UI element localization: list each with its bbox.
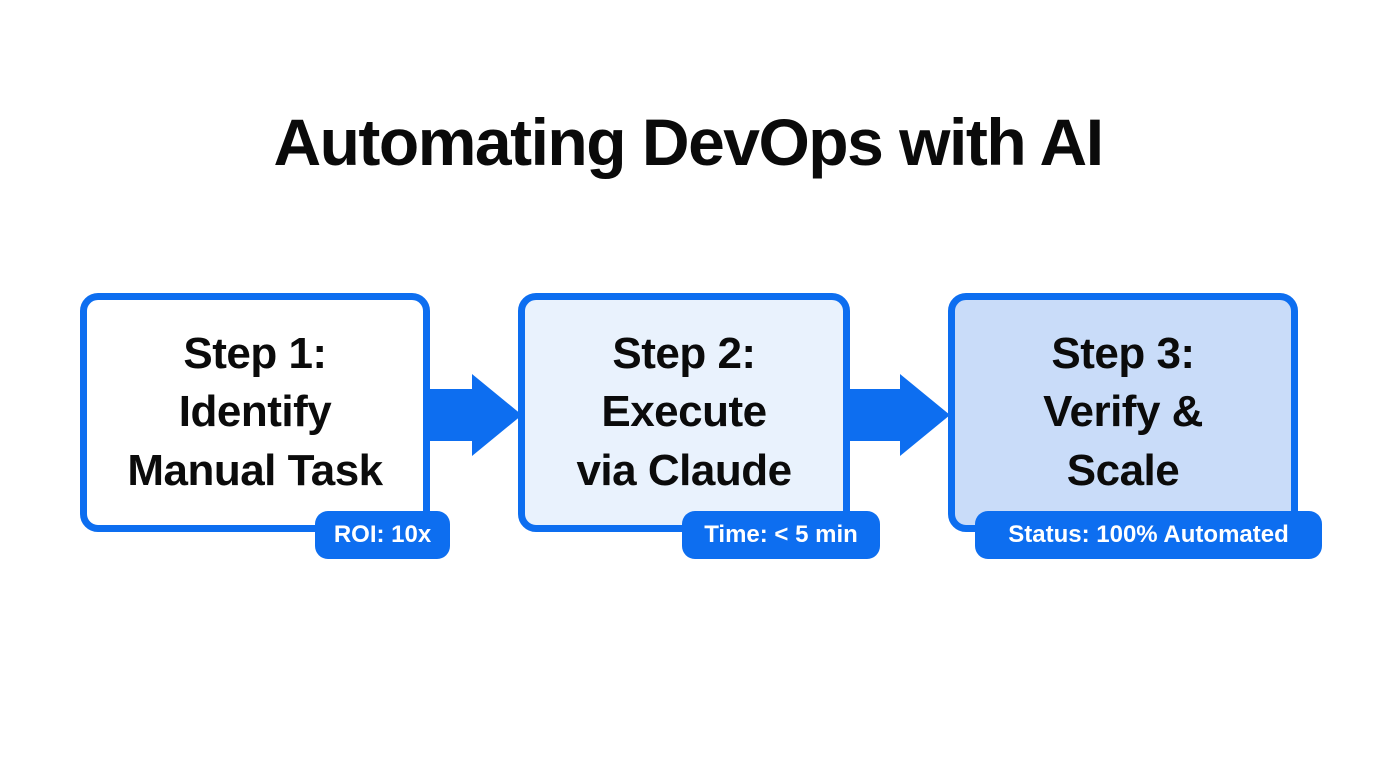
- step-1-metric-badge: ROI: 10x: [315, 511, 450, 559]
- right-block-arrow-shape: [426, 374, 522, 456]
- page-title: Automating DevOps with AI: [273, 105, 1104, 179]
- right-block-arrow-shape: [846, 374, 950, 456]
- step-3-metric-badge: Status: 100% Automated: [975, 511, 1322, 559]
- step-2-label: Step 2: Execute via Claude: [576, 329, 792, 495]
- step-1-label: Step 1: Identify Manual Task: [127, 329, 383, 495]
- step-1-box: Step 1: Identify Manual Task: [80, 293, 430, 532]
- right-block-arrow-icon: [846, 374, 950, 461]
- step-3-label: Step 3: Verify & Scale: [1043, 329, 1203, 495]
- right-block-arrow-icon: [426, 374, 522, 461]
- step-2-metric-badge: Time: < 5 min: [682, 511, 880, 559]
- step-3-box: Step 3: Verify & Scale: [948, 293, 1298, 532]
- step-2-box: Step 2: Execute via Claude: [518, 293, 850, 532]
